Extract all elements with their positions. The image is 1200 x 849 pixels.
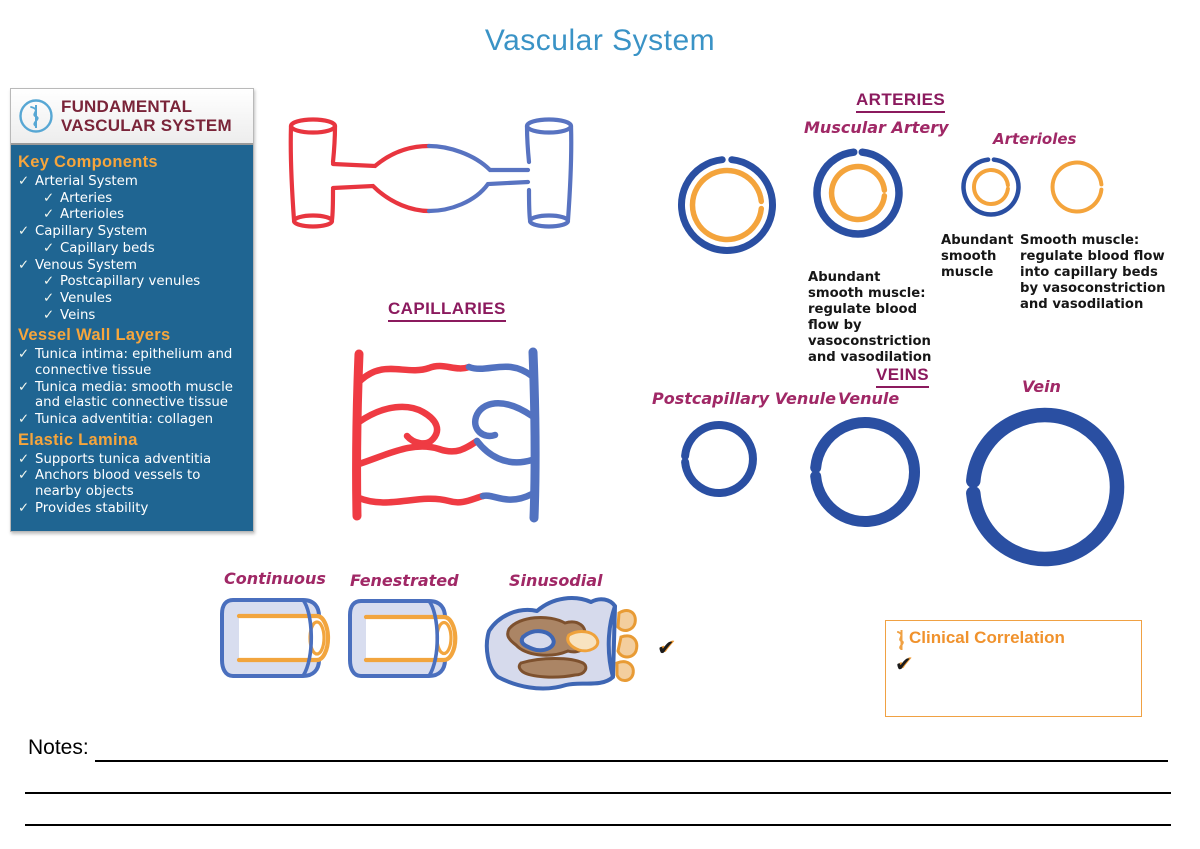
arterioles-label: Arterioles — [993, 130, 1077, 148]
list-item: ✓Veins — [43, 307, 96, 323]
fenestrated-label: Fenestrated — [350, 571, 459, 590]
clinical-correlation-box: Clinical Correlation ✔ — [885, 620, 1142, 717]
check-icon: ✓ — [18, 468, 30, 484]
list-item: ✓Venules — [43, 290, 112, 306]
check-icon: ✓ — [43, 307, 55, 323]
check-icon: ✓ — [43, 240, 55, 256]
arteriole-note-right: Smooth muscle: regulate blood flow into … — [1020, 233, 1166, 313]
arteries-heading: ARTERIES — [856, 90, 946, 113]
clinical-correlation-title: Clinical Correlation — [909, 628, 1065, 647]
list-item: ✓Arterial System — [18, 174, 138, 190]
list-item: ✓Postcapillary venules — [43, 274, 201, 290]
venule-label: Venule — [838, 389, 900, 408]
check-icon: ✓ — [18, 451, 30, 467]
check-icon: ✓ — [18, 224, 30, 240]
caduceus-icon — [17, 97, 55, 135]
muscular-artery-diagram — [812, 147, 904, 239]
list-item: ✓Arterioles — [43, 207, 125, 223]
sidebar-section-heading: Key Components — [18, 153, 158, 172]
sidebar-section-heading: Elastic Lamina — [18, 430, 138, 449]
check-icon: ✓ — [18, 500, 30, 516]
postcapillary-venule-label: Postcapillary Venule — [652, 389, 836, 408]
vein-diagram — [963, 405, 1127, 569]
caduceus-icon — [895, 628, 908, 652]
sidebar-header: FUNDAMENTAL VASCULAR SYSTEM — [11, 89, 253, 146]
list-item: ✓Tunica media: smooth muscle and elastic… — [18, 379, 233, 411]
check-icon: ✔ — [657, 636, 675, 660]
list-item: ✓Venous System — [18, 257, 137, 273]
muscular-artery-label: Muscular Artery — [804, 118, 949, 137]
continuous-capillary-diagram — [219, 592, 347, 684]
list-item: ✓Capillary beds — [43, 240, 155, 256]
notes-label: Notes: — [28, 736, 89, 759]
sinusoidal-capillary-diagram — [481, 589, 639, 693]
notes-line — [95, 760, 1168, 762]
check-icon: ✓ — [18, 257, 30, 273]
veins-heading: VEINS — [876, 365, 930, 388]
check-icon: ✓ — [43, 207, 55, 223]
muscular-artery-note: Abundant smooth muscle: regulate blood f… — [808, 270, 932, 366]
list-item: ✓Supports tunica adventitia — [18, 451, 212, 467]
notes-line — [25, 824, 1171, 826]
sidebar-section-heading: Vessel Wall Layers — [18, 326, 171, 345]
notes-line — [25, 792, 1171, 794]
list-item: ✓Tunica adventitia: collagen — [18, 412, 214, 427]
sidebar-title: FUNDAMENTAL VASCULAR SYSTEM — [61, 97, 232, 135]
arteriole-note-left: Abundant smooth muscle — [941, 233, 1014, 281]
check-icon: ✓ — [43, 190, 55, 206]
check-icon: ✓ — [43, 290, 55, 306]
postcapillary-venule-diagram — [677, 417, 761, 501]
capillaries-heading: CAPILLARIES — [388, 299, 506, 322]
check-icon: ✓ — [18, 347, 30, 363]
list-item: ✓Provides stability — [18, 500, 149, 516]
list-item: ✓Capillary System — [18, 224, 148, 240]
elastic-artery-diagram — [676, 154, 778, 256]
fundamental-vascular-system-panel: FUNDAMENTAL VASCULAR SYSTEM Key Componen… — [10, 88, 254, 533]
sidebar-body: Key Components ✓Arterial System ✓Arterie… — [11, 145, 253, 532]
list-item: ✓Arteries — [43, 190, 113, 206]
check-icon: ✓ — [43, 274, 55, 290]
continuous-label: Continuous — [224, 569, 326, 588]
list-item: ✓Tunica intima: epithelium and connectiv… — [18, 347, 233, 378]
small-arteriole-diagram — [1049, 159, 1105, 215]
venule-diagram — [806, 413, 924, 531]
check-icon: ✓ — [18, 174, 30, 190]
check-icon: ✔ — [895, 652, 912, 676]
page-title: Vascular System — [484, 24, 716, 57]
list-item: ✓Anchors blood vessels to nearby objects — [18, 468, 201, 500]
sidebar-title-line2: VASCULAR SYSTEM — [61, 116, 232, 136]
artery-capillary-vein-diagram — [278, 112, 584, 240]
sidebar-title-line1: FUNDAMENTAL — [61, 97, 193, 116]
check-icon: ✓ — [18, 379, 30, 395]
sinusodial-label: Sinusodial — [509, 571, 603, 590]
fenestrated-capillary-diagram — [347, 594, 473, 684]
vein-label: Vein — [1022, 377, 1061, 396]
arteriole-diagram — [960, 156, 1022, 218]
capillary-bed-diagram — [343, 344, 548, 526]
check-icon: ✓ — [18, 412, 30, 427]
